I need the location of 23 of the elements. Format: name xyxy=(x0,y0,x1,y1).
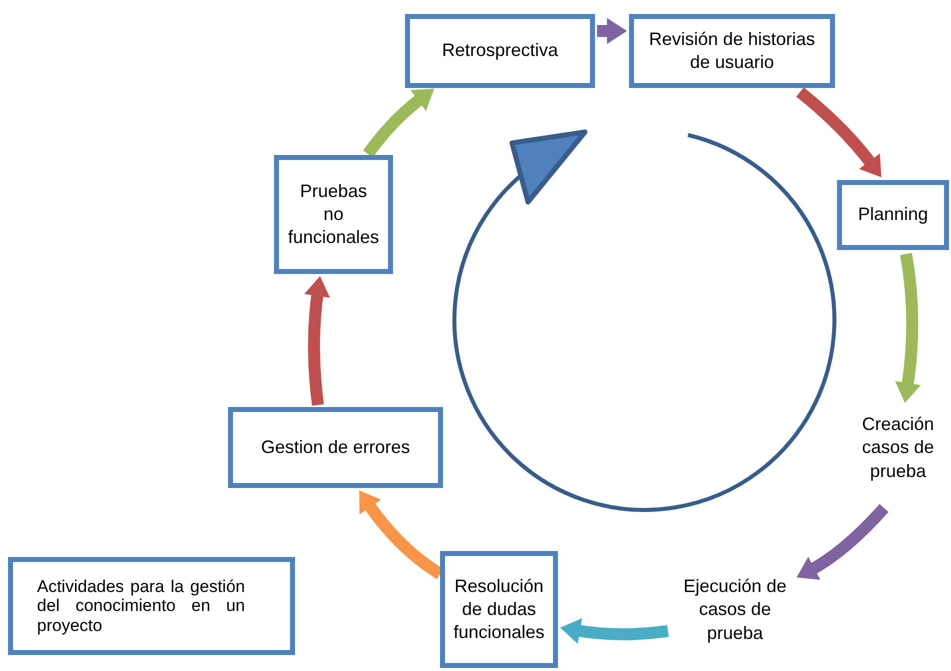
curved-arrow xyxy=(796,504,888,580)
step-label: Ejecución de casos de prueba xyxy=(682,575,788,645)
process-box xyxy=(228,407,443,488)
step-label: Creación casos de prueba xyxy=(860,413,936,483)
process-box xyxy=(837,180,949,250)
curved-arrow xyxy=(304,276,330,406)
box-label: Planning xyxy=(858,203,928,226)
box-label: Gestion de errores xyxy=(260,436,410,459)
box-label: Pruebas no funcionales xyxy=(288,180,380,250)
curved-arrow xyxy=(796,87,882,178)
process-box xyxy=(440,551,558,668)
process-box xyxy=(629,14,835,88)
process-box xyxy=(405,14,595,88)
process-box xyxy=(274,155,393,274)
box-label: Retrosprectiva xyxy=(442,39,558,62)
curved-arrow xyxy=(560,618,669,644)
box-label: Revisión de historias de usuario xyxy=(648,28,816,74)
box-label: Actividades para la gestión del conocimiento en un proyecto xyxy=(37,577,245,635)
curved-arrow xyxy=(597,18,627,44)
box-label: Resolución de dudas funcionales xyxy=(453,574,545,644)
curved-arrow xyxy=(895,253,921,403)
curved-arrow xyxy=(363,88,434,158)
note-box xyxy=(8,557,295,655)
